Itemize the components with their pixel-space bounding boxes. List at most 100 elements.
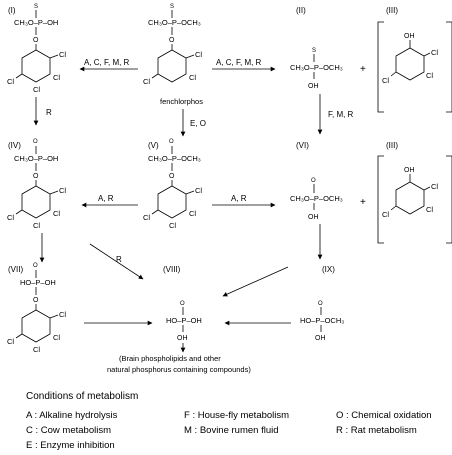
benzene-ring bbox=[21, 49, 51, 83]
svg-text:Cl: Cl bbox=[7, 213, 14, 222]
reaction-arrows: A, C, F, M, R A, C, F, M, R R E, O F, M,… bbox=[33, 58, 354, 326]
compound-iii-top: (III) OH Cl Cl Cl bbox=[377, 6, 452, 113]
svg-text:Cl: Cl bbox=[59, 50, 66, 59]
svg-text:Cl: Cl bbox=[382, 76, 389, 85]
svg-text:Cl: Cl bbox=[7, 77, 14, 86]
svg-text:Cl: Cl bbox=[33, 221, 40, 230]
svg-text:Cl: Cl bbox=[189, 73, 196, 82]
svg-text:OH: OH bbox=[404, 167, 415, 174]
svg-text:(V): (V) bbox=[148, 141, 159, 150]
compound-i-sulfur: S bbox=[34, 4, 38, 10]
svg-text:O: O bbox=[180, 301, 185, 307]
svg-text:(IX): (IX) bbox=[322, 265, 335, 274]
compound-iii-middle: (III) OH Cl Cl Cl bbox=[377, 141, 452, 244]
svg-text:O: O bbox=[311, 178, 316, 184]
compound-i: (I) S CH₃O–P–OH O Cl Cl Cl Cl bbox=[7, 4, 66, 94]
svg-text:O: O bbox=[33, 37, 39, 44]
benzene-ring bbox=[157, 185, 187, 219]
arrow-vi-to-viii bbox=[222, 266, 289, 297]
svg-text:Cl: Cl bbox=[426, 71, 433, 80]
svg-text:(III): (III) bbox=[386, 6, 398, 15]
svg-text:(VI): (VI) bbox=[296, 141, 309, 150]
svg-text:Cl: Cl bbox=[189, 209, 196, 218]
compound-v: (V) O CH₃O–P–OCH₃ O Cl Cl Cl Cl bbox=[143, 139, 202, 230]
benzene-ring bbox=[395, 181, 425, 215]
svg-text:Cl: Cl bbox=[33, 85, 40, 94]
svg-text:Cl: Cl bbox=[53, 73, 60, 82]
svg-text:OH: OH bbox=[315, 335, 326, 342]
arrow-label: F, M, R bbox=[328, 110, 354, 119]
svg-text:(VIII): (VIII) bbox=[163, 265, 181, 274]
arrow-label: R bbox=[46, 108, 52, 117]
plus-sign: + bbox=[360, 64, 366, 75]
svg-text:OH: OH bbox=[404, 33, 415, 40]
compound-i-label: (I) bbox=[8, 6, 16, 15]
svg-text:O: O bbox=[318, 301, 323, 307]
svg-text:OH: OH bbox=[308, 214, 319, 221]
svg-text:CH₃O–P–OCH₃: CH₃O–P–OCH₃ bbox=[290, 194, 343, 203]
fenchlorphos-name: fenchlorphos bbox=[160, 97, 203, 106]
svg-text:OH: OH bbox=[177, 335, 188, 342]
svg-text:S: S bbox=[170, 4, 174, 10]
svg-text:Cl: Cl bbox=[195, 50, 202, 59]
svg-text:Cl: Cl bbox=[382, 210, 389, 219]
compound-ix: (IX) O HO–P–OCH₃ OH bbox=[300, 265, 344, 342]
svg-text:(VII): (VII) bbox=[8, 265, 23, 274]
right-bracket bbox=[446, 21, 452, 113]
benzene-ring bbox=[157, 49, 187, 83]
svg-text:Cl: Cl bbox=[431, 48, 438, 57]
arrow-label: E, O bbox=[190, 119, 206, 128]
svg-text:OH: OH bbox=[308, 83, 319, 90]
benzene-ring bbox=[21, 309, 51, 343]
arrow-label: R bbox=[116, 255, 122, 264]
arrow-v-to-viii bbox=[89, 243, 144, 280]
phospholipid-note: natural phosphorus containing compounds) bbox=[107, 365, 251, 374]
svg-text:CH₃O–P–OCH₃: CH₃O–P–OCH₃ bbox=[290, 63, 343, 72]
left-bracket bbox=[377, 155, 384, 244]
svg-text:HO–P–OCH₃: HO–P–OCH₃ bbox=[300, 316, 344, 325]
svg-text:O: O bbox=[169, 37, 175, 44]
svg-text:O: O bbox=[33, 173, 39, 180]
svg-text:Cl: Cl bbox=[59, 186, 66, 195]
arrow-label: A, C, F, M, R bbox=[84, 58, 130, 67]
svg-text:(IV): (IV) bbox=[8, 141, 21, 150]
phospholipid-note: (Brain phospholipids and other bbox=[119, 354, 221, 363]
compound-i-phosphate: CH₃O–P–OH bbox=[14, 18, 58, 27]
arrow-label: A, C, F, M, R bbox=[216, 58, 262, 67]
svg-text:S: S bbox=[312, 48, 316, 54]
svg-text:O: O bbox=[33, 263, 38, 269]
benzene-ring bbox=[21, 185, 51, 219]
svg-text:Cl: Cl bbox=[7, 337, 14, 346]
right-bracket bbox=[446, 155, 452, 244]
svg-text:Cl: Cl bbox=[195, 186, 202, 195]
svg-text:Cl: Cl bbox=[169, 221, 176, 230]
svg-text:O: O bbox=[169, 173, 175, 180]
svg-text:HO–P–OH: HO–P–OH bbox=[166, 316, 202, 325]
svg-text:CH₃O–P–OCH₃: CH₃O–P–OCH₃ bbox=[148, 154, 201, 163]
svg-text:Cl: Cl bbox=[143, 213, 150, 222]
compound-iv: (IV) O CH₃O–P–OH O Cl Cl Cl Cl bbox=[7, 139, 66, 230]
svg-text:Cl: Cl bbox=[431, 182, 438, 191]
svg-text:(III): (III) bbox=[386, 141, 398, 150]
svg-text:(II): (II) bbox=[296, 6, 306, 15]
arrow-label: A, R bbox=[231, 194, 247, 203]
svg-text:HO–P–OH: HO–P–OH bbox=[20, 278, 56, 287]
compound-vi: (VI) O CH₃O–P–OCH₃ OH bbox=[290, 141, 343, 221]
left-bracket bbox=[377, 21, 384, 113]
compound-ii: (II) S CH₃O–P–OCH₃ OH bbox=[290, 6, 343, 90]
svg-text:Cl: Cl bbox=[59, 310, 66, 319]
svg-text:Cl: Cl bbox=[53, 333, 60, 342]
svg-text:Cl: Cl bbox=[33, 345, 40, 354]
plus-sign: + bbox=[360, 197, 366, 208]
compound-vii: (VII) O HO–P–OH O Cl Cl Cl Cl bbox=[7, 263, 66, 354]
compound-viii: (VIII) O HO–P–OH OH (Brain phospholipids… bbox=[107, 265, 251, 374]
svg-text:Cl: Cl bbox=[53, 209, 60, 218]
svg-text:O: O bbox=[169, 139, 174, 145]
svg-text:CH₃O–P–OH: CH₃O–P–OH bbox=[14, 154, 58, 163]
svg-text:Cl: Cl bbox=[143, 77, 150, 86]
svg-text:O: O bbox=[33, 139, 38, 145]
fenchlorphos-phosphate: CH₃O–P–OCH₃ bbox=[148, 18, 201, 27]
compound-fenchlorphos: S CH₃O–P–OCH₃ O Cl Cl Cl fenchlorphos bbox=[143, 4, 203, 106]
